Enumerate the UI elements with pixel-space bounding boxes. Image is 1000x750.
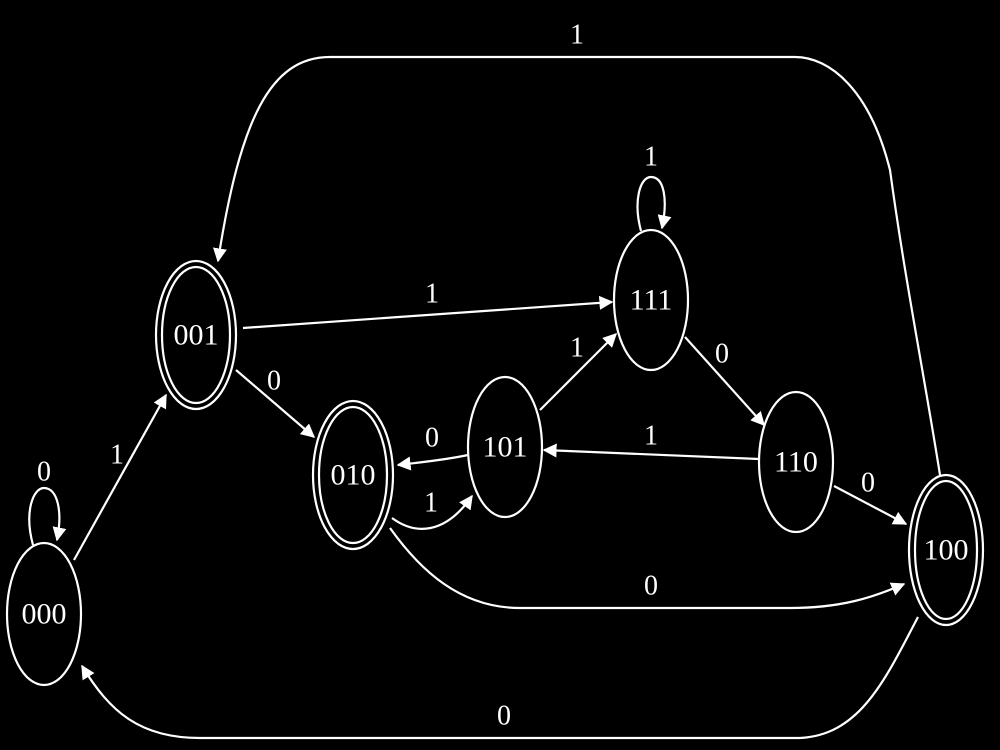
edge-000-001: [73, 393, 167, 561]
state-node-100: 100: [907, 473, 985, 627]
edge-110-100: [833, 485, 908, 525]
accepting-ring-001: [160, 265, 232, 405]
state-ellipse-111: [612, 228, 690, 372]
edge-101-010: [396, 453, 469, 471]
edge-label-100-001: 1: [570, 20, 584, 51]
edge-label-001-010: 0: [267, 366, 281, 397]
state-node-010: 010: [311, 399, 395, 551]
state-label-101: 101: [483, 431, 528, 464]
accepting-ring-100: [913, 479, 979, 621]
edge-label-110-101: 1: [644, 421, 658, 452]
state-ellipse-110: [757, 390, 835, 534]
state-node-000: 000: [5, 541, 83, 687]
state-label-111: 111: [630, 284, 673, 317]
edge-111-110: [684, 336, 765, 427]
edges-layer: [28, 55, 942, 740]
state-label-001: 001: [174, 319, 219, 352]
state-label-010: 010: [331, 459, 376, 492]
state-node-111: 111: [612, 228, 690, 372]
edge-label-010-101: 1: [424, 488, 438, 519]
state-ellipse-000: [5, 541, 83, 687]
edge-label-101-111: 1: [570, 333, 584, 364]
state-label-000: 000: [22, 598, 67, 631]
edge-101-111: [539, 333, 617, 411]
edge-111-111: [636, 175, 672, 232]
edge-label-111-110: 0: [715, 339, 729, 370]
edge-label-000-001: 1: [110, 440, 124, 471]
edge-001-010: [235, 369, 316, 438]
edge-110-101: [542, 443, 760, 461]
state-label-110: 110: [774, 446, 818, 479]
edge-001-111: [242, 295, 614, 330]
state-ellipse-010: [311, 399, 395, 551]
state-node-110: 110: [757, 390, 835, 534]
edge-010-100: [389, 527, 906, 610]
edge-label-110-100: 0: [861, 468, 875, 499]
state-ellipse-001: [154, 259, 238, 411]
state-ellipse-100: [907, 473, 985, 627]
state-node-001: 001: [154, 259, 238, 411]
edge-label-000-000: 0: [37, 457, 51, 488]
state-node-101: 101: [466, 375, 544, 519]
state-label-100: 100: [924, 534, 969, 567]
state-ellipse-101: [466, 375, 544, 519]
accepting-ring-010: [317, 405, 389, 545]
edge-100-000: [81, 616, 919, 740]
edge-000-000: [28, 486, 67, 546]
edge-100-001: [213, 55, 942, 476]
edge-label-010-100: 0: [644, 571, 658, 602]
edge-010-101: [391, 494, 473, 530]
edge-label-101-010: 0: [425, 423, 439, 454]
edge-label-111-111: 1: [644, 142, 658, 173]
edge-label-001-111: 1: [425, 279, 439, 310]
edge-label-100-000: 0: [497, 701, 511, 732]
